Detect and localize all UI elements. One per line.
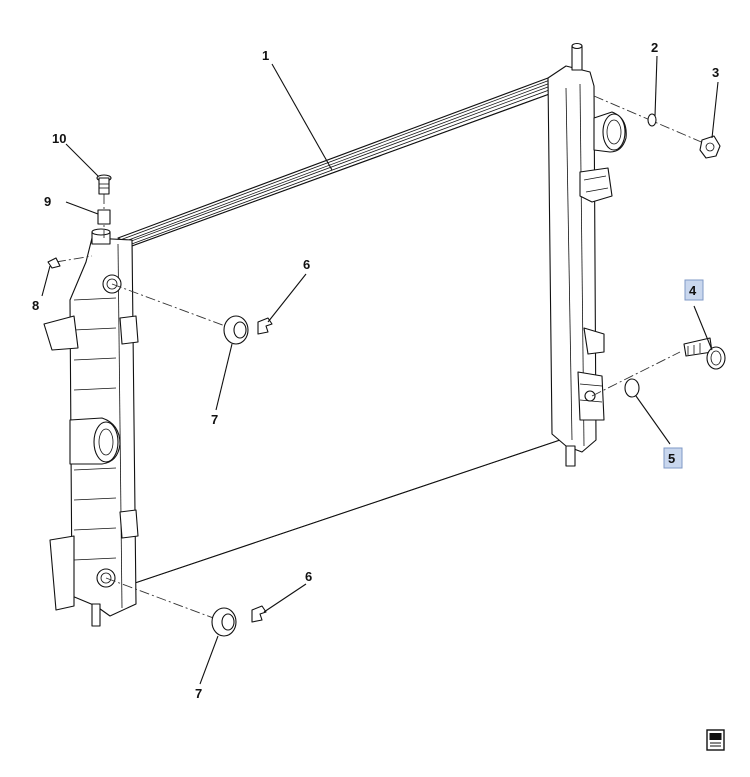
pin-part: [47, 257, 61, 269]
right-tank: [547, 42, 627, 467]
callout-5-highlight: [663, 447, 683, 469]
callout-4-highlight: [684, 279, 704, 301]
bolt-part: [699, 135, 721, 159]
callout-7-lower: 7: [195, 686, 202, 701]
insulator-part-upper: [223, 315, 249, 345]
seal-ring-part: [624, 378, 640, 398]
callout-7-upper: 7: [211, 412, 218, 427]
callout-10: 10: [52, 131, 66, 146]
callout-6-lower: 6: [305, 569, 312, 584]
o-ring-part: [647, 113, 657, 127]
insulator-part-lower: [211, 607, 237, 637]
leader-lines: [41, 55, 719, 685]
callout-9: 9: [44, 194, 51, 209]
clip-part-lower: [251, 605, 267, 623]
callout-5: 5: [668, 451, 675, 466]
callout-1: 1: [262, 48, 269, 63]
drain-plug-part: [683, 337, 726, 370]
callout-8: 8: [32, 298, 39, 313]
callout-3: 3: [712, 65, 719, 80]
callout-6-upper: 6: [303, 257, 310, 272]
callout-2: 2: [651, 40, 658, 55]
callout-4: 4: [689, 283, 697, 298]
screw-part: [96, 174, 112, 195]
radiator-core: [117, 77, 567, 585]
document-info-icon[interactable]: [706, 729, 725, 751]
left-tank: [43, 228, 139, 627]
nut-part: [97, 209, 111, 225]
